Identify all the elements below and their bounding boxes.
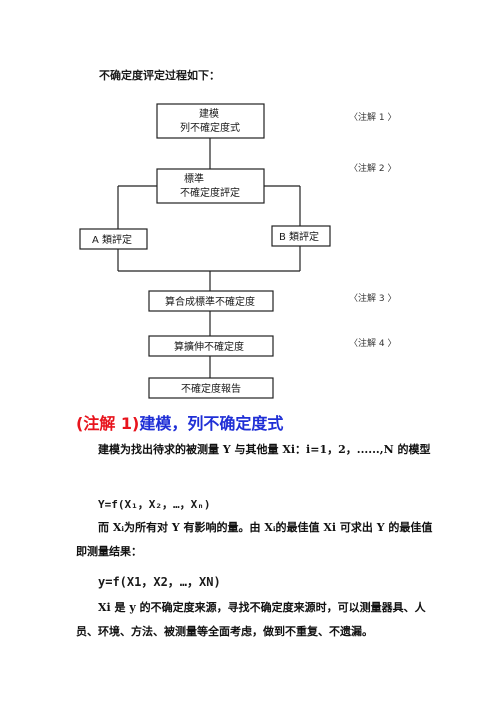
section-tag: (注解 1) <box>76 414 140 433</box>
box-expanded-label: 算擴伸不確定度 <box>174 340 244 353</box>
box-type-a-label: A 類評定 <box>92 233 132 246</box>
note-4: 〈注解 4 〉 <box>349 337 396 349</box>
box-type-b-label: B 類評定 <box>279 230 319 243</box>
uncertainty-flowchart: 建模 列不確定度式 標準 不確定度評定 A 類評定 B 類評定 算合成標準不確定… <box>79 103 396 399</box>
box-type-a <box>79 228 148 250</box>
box-combined <box>148 290 274 312</box>
box-modeling-line2: 列不確定度式 <box>180 121 240 134</box>
box-modeling-line1: 建模 <box>199 107 219 120</box>
paragraph-modeling: 建模为找出待求的被测量 Y 与其他量 Xi：i=1，2，......,N 的模型 <box>98 443 431 456</box>
paragraph-sources: Xi 是 y 的不确定度来源，寻找不确定度来源时，可以测量器具、人员、环境、方法… <box>76 601 426 638</box>
formula-model: Y=f(X₁，X₂，…，Xₙ) <box>98 498 211 511</box>
box-report-label: 不確定度報告 <box>181 382 241 395</box>
note-3: 〈注解 3 〉 <box>349 292 396 304</box>
box-combined-label: 算合成標準不確定度 <box>165 295 255 308</box>
paragraph-influence: 而 Xᵢ为所有对 Y 有影响的量。由 Xᵢ的最佳值 Xi 可求出 Y 的最佳值即… <box>76 521 433 558</box>
box-report <box>148 377 274 399</box>
box-expanded <box>148 335 274 357</box>
formula-result: y=f(X1，X2，…，XN) <box>98 575 221 589</box>
section-title: 建模，列不确定度式 <box>139 414 284 433</box>
box-standard-line1: 標準 <box>184 172 204 185</box>
box-type-b <box>271 225 331 247</box>
section-heading: (注解 1)建模，列不确定度式 <box>76 410 283 434</box>
note-1: 〈注解 1 〉 <box>349 111 396 123</box>
intro-text: 不确定度评定过程如下： <box>99 69 220 82</box>
note-2: 〈注解 2 〉 <box>349 162 396 174</box>
box-standard-line2: 不確定度評定 <box>180 186 240 199</box>
